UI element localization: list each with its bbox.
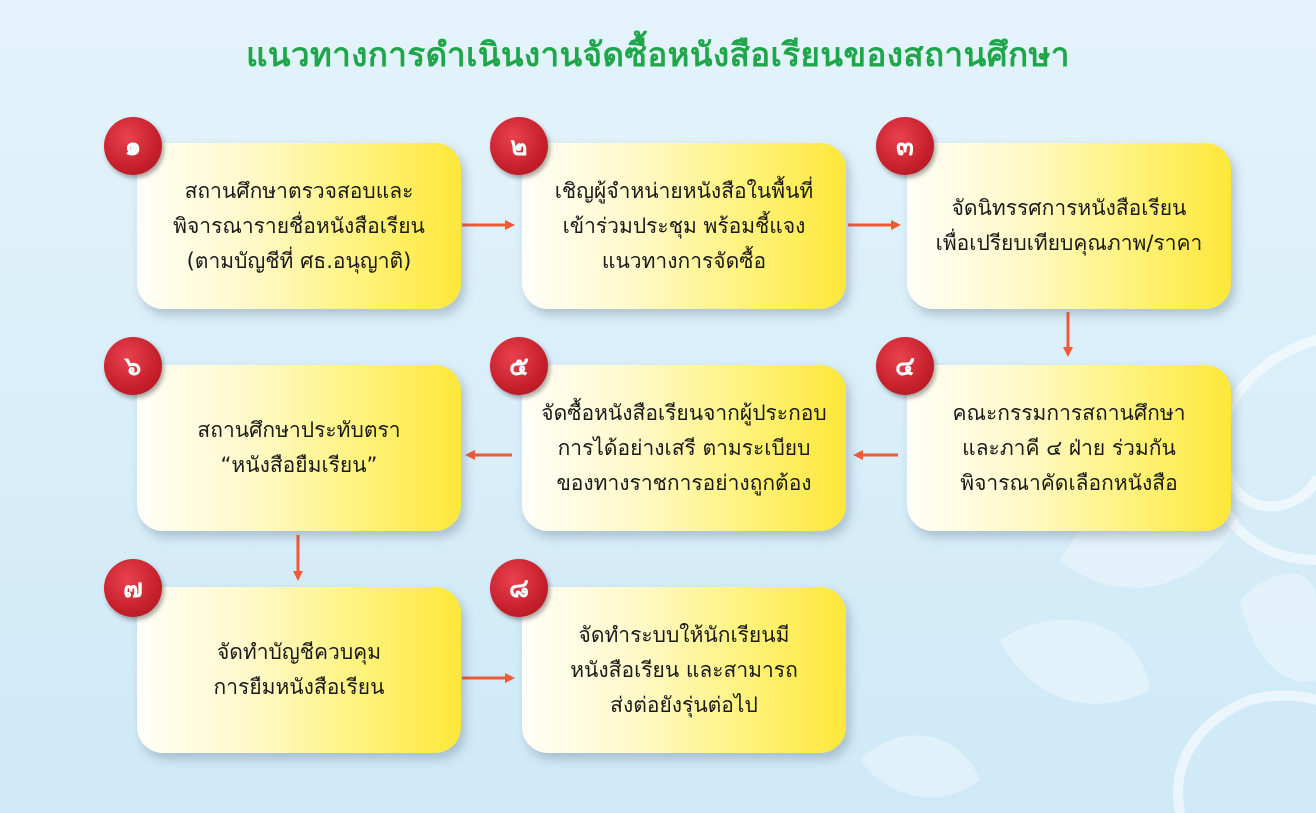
step-8-number-badge: ๘ — [490, 559, 548, 617]
step-8-line-1: จัดทำระบบให้นักเรียนมี — [578, 622, 790, 647]
step-2-number-badge: ๒ — [490, 117, 548, 175]
step-1-box: สถานศึกษาตรวจสอบและ พิจารณารายชื่อหนังสื… — [137, 143, 461, 309]
step-7-number-badge: ๗ — [104, 559, 162, 617]
step-7-text: จัดทำบัญชีควบคุม การยืมหนังสือเรียน — [204, 635, 395, 705]
step-6-text: สถานศึกษาประทับตรา “หนังสือยืมเรียน” — [187, 413, 410, 483]
diagram-title: แนวทางการดำเนินงานจัดซื้อหนังสือเรียนของ… — [246, 35, 1070, 74]
step-2-line-1: เชิญผู้จำหน่ายหนังสือในพื้นที่ — [554, 178, 814, 203]
step-6-box: สถานศึกษาประทับตรา “หนังสือยืมเรียน” — [137, 365, 461, 531]
step-7-box: จัดทำบัญชีควบคุม การยืมหนังสือเรียน — [137, 587, 461, 753]
step-6-line-1: สถานศึกษาประทับตรา — [197, 418, 401, 442]
step-5-line-1: จัดซื้อหนังสือเรียนจากผู้ประกอบ — [541, 400, 827, 425]
step-1-line-1: สถานศึกษาตรวจสอบและ — [184, 178, 414, 203]
step-4-number-badge: ๔ — [876, 337, 934, 395]
step-6-line-2: “หนังสือยืมเรียน” — [220, 453, 378, 477]
step-3-number-badge: ๓ — [876, 117, 934, 175]
step-3-line-1: จัดนิทรรศการหนังสือเรียน — [951, 196, 1187, 220]
step-5-line-2: การได้อย่างเสรี ตามระเบียบ — [557, 435, 811, 460]
step-7-line-1: จัดทำบัญชีควบคุม — [216, 640, 382, 664]
step-1-line-2: พิจารณารายชื่อหนังสือเรียน — [173, 213, 425, 238]
step-4-line-1: คณะกรรมการสถานศึกษา — [952, 400, 1186, 425]
step-5-box: จัดซื้อหนังสือเรียนจากผู้ประกอบ การได้อย… — [522, 365, 846, 531]
step-7-line-2: การยืมหนังสือเรียน — [213, 675, 385, 699]
step-3-line-2: เพื่อเปรียบเทียบคุณภาพ/ราคา — [935, 231, 1203, 255]
step-8-box: จัดทำระบบให้นักเรียนมี หนังสือเรียน และส… — [522, 587, 846, 753]
step-6-number-badge: ๖ — [104, 337, 162, 395]
step-8-line-3: ส่งต่อยังรุ่นต่อไป — [610, 692, 758, 717]
step-5-line-3: ของทางราชการอย่างถูกต้อง — [556, 470, 812, 495]
step-4-line-3: พิจารณาคัดเลือกหนังสือ — [960, 470, 1178, 495]
step-4-box: คณะกรรมการสถานศึกษา และภาคี ๔ ฝ่าย ร่วมก… — [907, 365, 1231, 531]
step-4-line-2: และภาคี ๔ ฝ่าย ร่วมกัน — [962, 435, 1176, 460]
step-4-text: คณะกรรมการสถานศึกษา และภาคี ๔ ฝ่าย ร่วมก… — [942, 396, 1195, 501]
step-1-text: สถานศึกษาตรวจสอบและ พิจารณารายชื่อหนังสื… — [163, 174, 435, 279]
step-8-text: จัดทำระบบให้นักเรียนมี หนังสือเรียน และส… — [560, 618, 808, 723]
step-5-number-badge: ๕ — [490, 337, 548, 395]
step-2-line-3: แนวทางการจัดซื้อ — [601, 248, 767, 273]
step-2-text: เชิญผู้จำหน่ายหนังสือในพื้นที่ เข้าร่วมป… — [545, 174, 824, 279]
step-5-text: จัดซื้อหนังสือเรียนจากผู้ประกอบ การได้อย… — [531, 396, 836, 501]
step-8-line-2: หนังสือเรียน และสามารถ — [570, 657, 798, 682]
step-2-line-2: เข้าร่วมประชุม พร้อมชี้แจง — [562, 213, 806, 238]
step-3-box: จัดนิทรรศการหนังสือเรียน เพื่อเปรียบเทีย… — [907, 143, 1231, 309]
step-1-line-3: (ตามบัญชีที่ ศธ.อนุญาติ) — [186, 248, 412, 273]
step-3-text: จัดนิทรรศการหนังสือเรียน เพื่อเปรียบเทีย… — [926, 191, 1213, 261]
step-1-number-badge: ๑ — [104, 117, 162, 175]
step-2-box: เชิญผู้จำหน่ายหนังสือในพื้นที่ เข้าร่วมป… — [522, 143, 846, 309]
